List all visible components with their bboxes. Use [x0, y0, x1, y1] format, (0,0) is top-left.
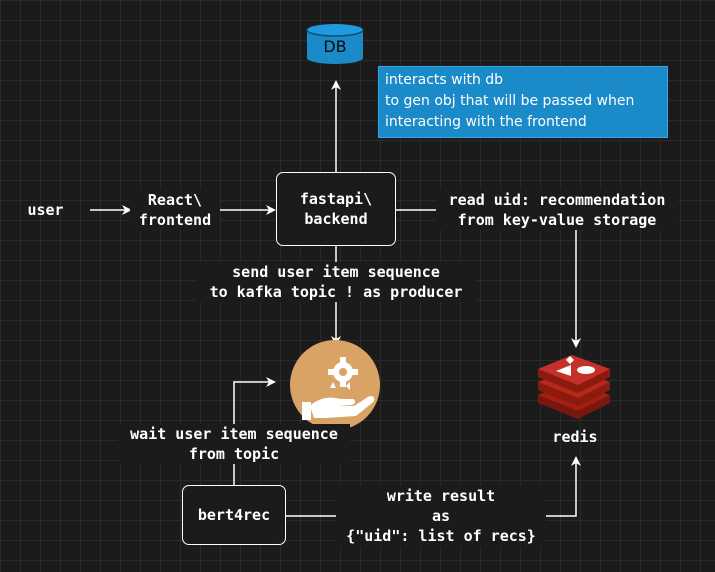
user-label: user: [27, 201, 64, 219]
read-uid-label: read uid: recommendation from key-value …: [436, 190, 678, 230]
write-result-label: write result as {"uid": list of recs}: [336, 486, 546, 546]
note-line-2: to gen obj that will be passed when: [385, 93, 635, 109]
wait-sequence-line-2: from topic: [188, 445, 280, 463]
fastapi-backend-box[interactable]: fastapi\ backend: [276, 172, 396, 246]
write-result-line-3: {"uid": list of recs}: [346, 527, 536, 545]
db-cylinder-icon: [306, 24, 364, 64]
read-uid-line-2: from key-value storage: [457, 211, 657, 229]
kafka-hand-gear-icon: [290, 340, 380, 430]
read-uid-line-1: read uid: recommendation: [448, 191, 666, 209]
note-line-3: interacting with the frontend: [385, 114, 587, 130]
bert4rec-label: bert4rec: [197, 506, 271, 524]
wait-sequence-label: wait user item sequence from topic: [118, 424, 350, 464]
send-sequence-label: send user item sequence to kafka topic !…: [196, 262, 476, 302]
react-frontend-label[interactable]: React\ frontend: [130, 190, 220, 230]
react-label-line-1: React\: [147, 191, 203, 209]
redis-label[interactable]: redis: [552, 428, 598, 446]
note-line-1: interacts with db: [385, 72, 504, 88]
fastapi-label-line-2: backend: [304, 210, 368, 228]
write-result-line-1: write result: [386, 487, 496, 505]
send-sequence-line-2: to kafka topic ! as producer: [209, 283, 463, 301]
bert4rec-box[interactable]: bert4rec: [182, 485, 286, 545]
db-interaction-note: interacts with db to gen obj that will b…: [378, 66, 668, 138]
send-sequence-line-1: send user item sequence: [232, 263, 440, 281]
write-result-line-2: as: [431, 507, 451, 525]
react-label-line-2: frontend: [138, 211, 212, 229]
db-label: DB: [323, 37, 347, 56]
redis-logo-icon: [538, 355, 610, 419]
wait-sequence-line-1: wait user item sequence: [130, 425, 338, 443]
fastapi-label-line-1: fastapi\: [299, 190, 373, 208]
